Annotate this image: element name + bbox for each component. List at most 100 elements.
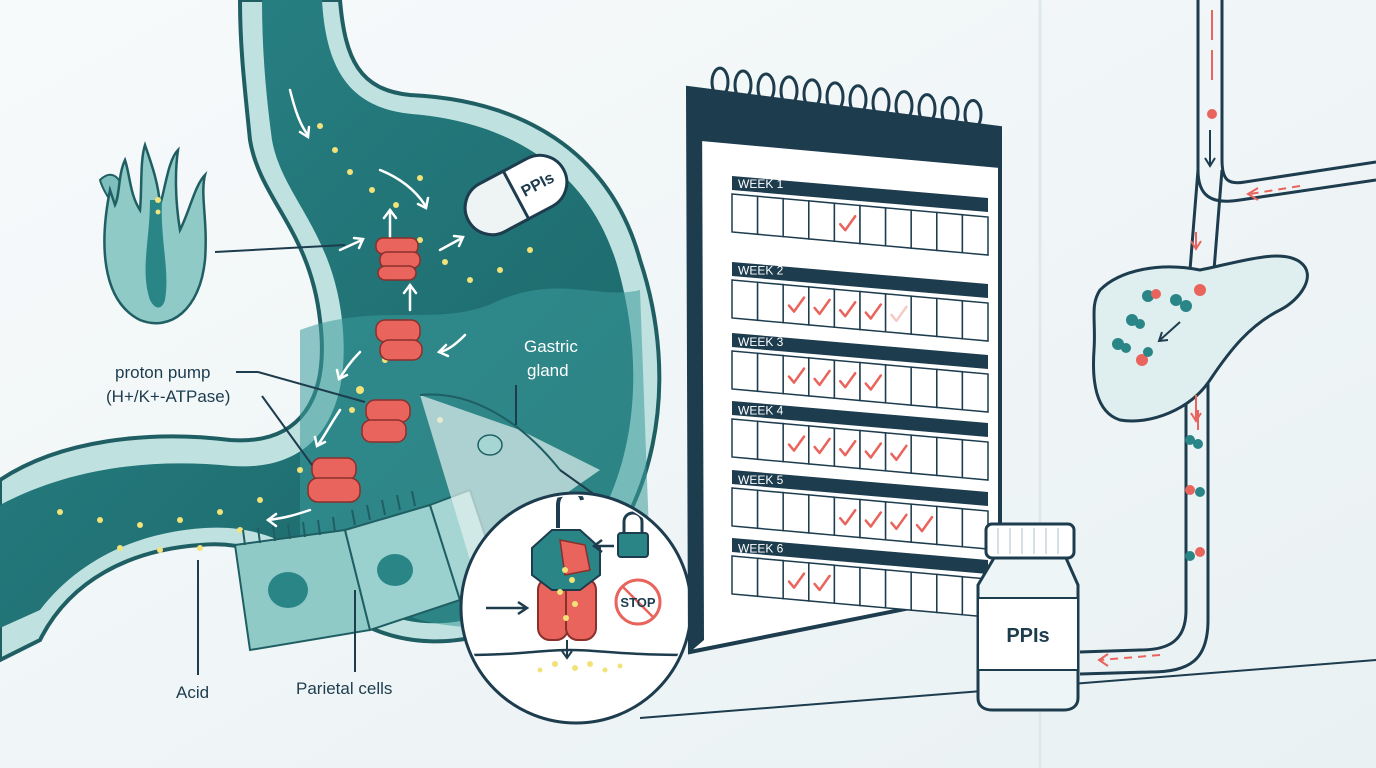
calendar-day-cell <box>731 350 759 393</box>
week-label: WEEK 2 <box>738 264 784 278</box>
calendar-day-cell <box>936 368 964 411</box>
calendar-day-cell <box>833 202 861 245</box>
calendar-day-cell <box>936 211 964 254</box>
calendar-week-row: WEEK 5 <box>731 470 989 550</box>
gastric-gland-label-2: gland <box>527 361 569 380</box>
calendar-day-cell <box>731 279 759 322</box>
calendar-day-cell <box>756 489 784 532</box>
calendar-day-cell <box>859 361 887 404</box>
calendar-day-cell <box>884 364 912 406</box>
calendar-day-cell <box>910 295 938 338</box>
calendar-day-cell <box>756 195 784 238</box>
calendar-day-cell <box>884 432 912 474</box>
week-label: WEEK 4 <box>738 404 784 418</box>
calendar-day-cell <box>808 562 836 605</box>
calendar-day-cell <box>859 566 887 609</box>
calendar-day-cell <box>961 370 989 413</box>
ppi-bottle: PPIs <box>976 522 1080 712</box>
calendar-day-cell <box>756 352 784 395</box>
proton-pump-label-1: proton pump <box>115 363 210 382</box>
calendar-day-cell <box>833 564 861 607</box>
check-mark-icon <box>813 298 831 316</box>
check-mark-icon <box>787 435 806 452</box>
calendar-ring <box>917 93 937 125</box>
liver-bloodstream <box>1079 0 1376 676</box>
calendar-day-cell <box>756 557 784 600</box>
calendar-ring <box>894 90 914 122</box>
check-mark-icon <box>864 442 883 459</box>
calendar-week-row: WEEK 4 <box>731 401 989 481</box>
calendar-day-cell <box>782 197 810 240</box>
calendar-ring <box>802 78 822 110</box>
calendar-day-cell <box>808 494 836 537</box>
calendar-ring <box>825 81 845 113</box>
check-mark-icon <box>864 303 883 320</box>
calendar-day-cell <box>833 359 861 402</box>
calendar-day-cell <box>884 293 912 335</box>
gastric-gland-label-1: Gastric <box>524 337 578 356</box>
calendar-ring <box>710 66 730 98</box>
calendar-rings <box>710 66 983 130</box>
calendar-day-cell <box>808 425 836 468</box>
check-mark-icon <box>890 444 908 462</box>
check-mark-icon <box>813 574 831 592</box>
stop-sign-label: STOP <box>620 595 655 610</box>
calendar-week-row: WEEK 1 <box>731 176 989 256</box>
acid-label: Acid <box>176 683 209 702</box>
check-mark-icon <box>864 374 883 391</box>
calendar-week-row: WEEK 3 <box>731 333 989 413</box>
calendar-day-cell <box>936 436 964 479</box>
check-mark-icon <box>890 513 908 531</box>
calendar-day-cell <box>910 209 938 252</box>
calendar-day-cell <box>833 288 861 331</box>
calendar-day-cell <box>731 193 759 236</box>
calendar-day-cell <box>910 503 938 546</box>
calendar-day-cell <box>884 569 912 611</box>
calendar-day-cell <box>936 573 964 616</box>
calendar-week-row: WEEK 6 <box>731 538 989 618</box>
week-label: WEEK 6 <box>738 542 784 556</box>
check-mark-icon <box>838 508 857 526</box>
proton-pump-cluster <box>307 237 423 503</box>
calendar-day-cell <box>910 571 938 614</box>
calendar-day-cell <box>961 507 989 550</box>
pump-blocking-zoom: STOP <box>459 469 693 725</box>
calendar-day-cell <box>833 427 861 470</box>
calendar-day-cell <box>833 496 861 539</box>
check-mark-icon <box>787 296 806 313</box>
calendar-day-cell <box>808 200 836 243</box>
calendar-day-cell <box>782 491 810 534</box>
check-mark-icon <box>915 515 934 533</box>
calendar-day-cell <box>731 487 759 530</box>
check-mark-icon <box>813 369 831 387</box>
check-mark-icon <box>838 300 857 318</box>
calendar-day-cell <box>910 434 938 477</box>
calendar-ring <box>940 96 960 128</box>
calendar-day-cell <box>859 290 887 333</box>
calendar-week-row: WEEK 2 <box>731 262 989 342</box>
parietal-cells-label: Parietal cells <box>296 679 392 698</box>
calendar-ring <box>848 84 868 116</box>
calendar-day-cell <box>961 299 989 342</box>
calendar-day-cell <box>808 357 836 400</box>
proton-pump-label-2: (H+/K+-ATPase) <box>106 387 230 406</box>
calendar-day-cell <box>884 207 912 249</box>
calendar-day-cell <box>859 204 887 247</box>
week-label: WEEK 5 <box>738 473 784 487</box>
week-label: WEEK 3 <box>738 335 784 349</box>
calendar-day-cell <box>782 283 810 326</box>
check-mark-icon <box>813 437 831 455</box>
diagram-labels: proton pump (H+/K+-ATPase) Gastric gland… <box>106 337 578 702</box>
check-mark-icon <box>838 371 857 389</box>
flow-arrows <box>265 88 467 528</box>
calendar-day-cell <box>961 438 989 481</box>
calendar-day-cell <box>859 429 887 472</box>
calendar-day-cell <box>731 418 759 461</box>
calendar-ring <box>779 75 799 107</box>
zoom-wedge <box>420 395 600 560</box>
ppi-capsule: PPIs <box>463 153 569 237</box>
calendar-day-cell <box>756 281 784 324</box>
week-label: WEEK 1 <box>738 177 784 191</box>
calendar-day-cell <box>731 555 759 598</box>
